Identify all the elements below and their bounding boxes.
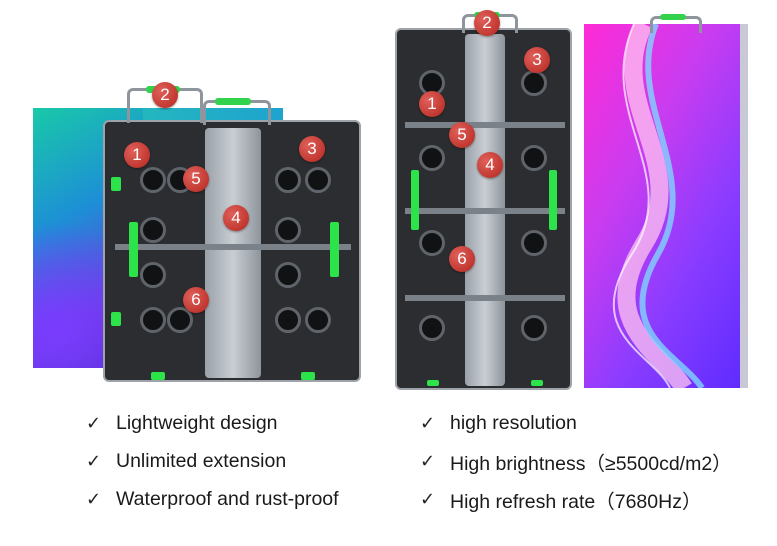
- feature-item: ✓ Waterproof and rust-proof: [86, 480, 339, 518]
- cabinet-hole: [275, 217, 301, 243]
- callout-badge-1: 1: [124, 142, 150, 168]
- cabinet-hole: [140, 307, 166, 333]
- side-lock-green: [330, 222, 339, 277]
- check-icon: ✓: [420, 412, 436, 434]
- screen-wave-graphic: [612, 24, 705, 388]
- callout-badge-4: 4: [477, 152, 503, 178]
- check-icon: ✓: [86, 488, 102, 510]
- corner-lock-green: [111, 177, 121, 191]
- cabinet-crossbar: [115, 244, 351, 250]
- side-lock-green: [411, 170, 419, 230]
- handle-grip-green: [215, 98, 251, 105]
- callout-badge-6: 6: [449, 246, 475, 272]
- cabinet-hole: [275, 262, 301, 288]
- cabinet-hole: [521, 230, 547, 256]
- check-icon: ✓: [86, 450, 102, 472]
- cabinet-hole: [521, 145, 547, 171]
- cabinet-hole: [419, 230, 445, 256]
- bottom-lock-green: [427, 380, 439, 386]
- callout-badge-3: 3: [299, 136, 325, 162]
- callout-badge-4: 4: [223, 205, 249, 231]
- feature-list-left: ✓ Lightweight design ✓ Unlimited extensi…: [86, 404, 339, 518]
- bottom-lock-green: [531, 380, 543, 386]
- right-cabinet-back: [395, 28, 572, 390]
- feature-label: Lightweight design: [116, 411, 278, 434]
- feature-list-right: ✓ high resolution ✓ High brightness（≥550…: [420, 404, 732, 518]
- feature-item: ✓ High refresh rate（7680Hz）: [420, 480, 732, 518]
- feature-item: ✓ Lightweight design: [86, 404, 339, 442]
- cabinet-hole: [140, 262, 166, 288]
- feature-item: ✓ high resolution: [420, 404, 732, 442]
- cabinet-hole: [521, 70, 547, 96]
- cabinet-hole: [275, 307, 301, 333]
- feature-label: Waterproof and rust-proof: [116, 487, 339, 510]
- cabinet-crossbar: [405, 122, 565, 128]
- check-icon: ✓: [420, 488, 436, 510]
- cabinet-crossbar: [405, 295, 565, 301]
- cabinet-hole: [140, 217, 166, 243]
- cabinet-hole: [521, 315, 547, 341]
- corner-lock-green: [111, 312, 121, 326]
- callout-badge-6: 6: [183, 287, 209, 313]
- feature-label: High brightness（≥5500cd/m2）: [450, 452, 732, 475]
- cabinet-hole: [305, 167, 331, 193]
- cabinet-hole: [305, 307, 331, 333]
- bottom-lock-green: [151, 372, 165, 380]
- feature-item: ✓ High brightness（≥5500cd/m2）: [420, 442, 732, 480]
- feature-item: ✓ Unlimited extension: [86, 442, 339, 480]
- side-lock-green: [549, 170, 557, 230]
- side-lock-green: [129, 222, 138, 277]
- cabinet-hole: [275, 167, 301, 193]
- handle-grip-green: [660, 14, 686, 20]
- right-led-screen: [584, 24, 748, 388]
- callout-badge-2: 2: [152, 82, 178, 108]
- feature-label: Unlimited extension: [116, 449, 287, 472]
- callout-badge-1: 1: [419, 91, 445, 117]
- cabinet-hole: [419, 145, 445, 171]
- callout-badge-5: 5: [449, 122, 475, 148]
- check-icon: ✓: [420, 450, 436, 472]
- cabinet-hole: [140, 167, 166, 193]
- cabinet-crossbar: [405, 208, 565, 214]
- callout-badge-3: 3: [524, 47, 550, 73]
- feature-label: High refresh rate（7680Hz）: [450, 490, 702, 513]
- callout-badge-5: 5: [183, 166, 209, 192]
- feature-label: high resolution: [450, 411, 577, 434]
- cabinet-hole: [419, 315, 445, 341]
- cabinet-spine: [205, 128, 261, 378]
- callout-badge-2: 2: [474, 10, 500, 36]
- bottom-lock-green: [301, 372, 315, 380]
- check-icon: ✓: [86, 412, 102, 434]
